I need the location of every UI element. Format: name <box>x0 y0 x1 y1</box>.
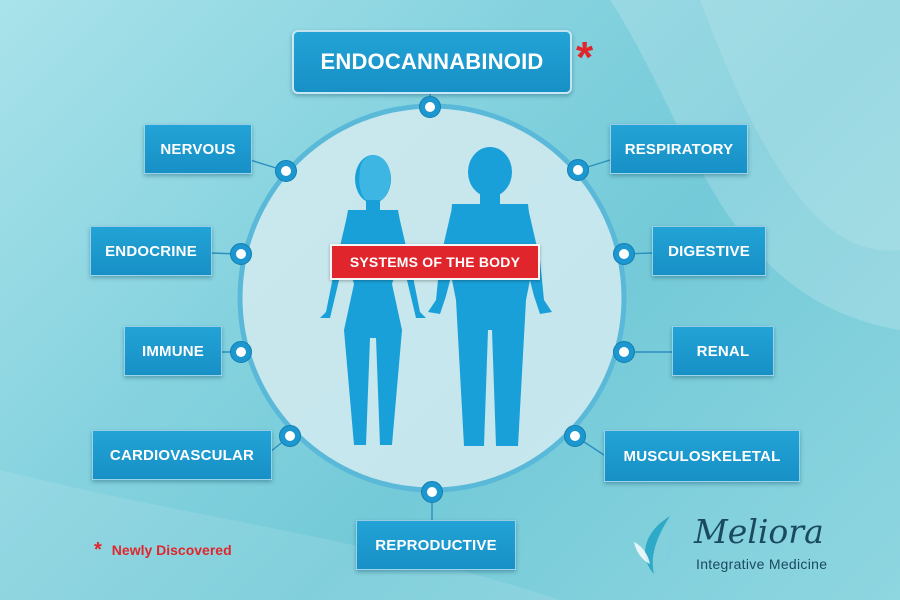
legend-newly-discovered: * Newly Discovered <box>94 540 232 560</box>
connector-dot-top <box>419 96 441 118</box>
digestive-box: DIGESTIVE <box>652 226 766 276</box>
newly-discovered-asterisk: * <box>576 33 594 82</box>
reproductive-box: REPRODUCTIVE <box>356 520 516 570</box>
connector-dot-endocrine <box>230 243 252 265</box>
brand-name: Meliora <box>694 512 824 551</box>
connector-dot-nervous <box>275 160 297 182</box>
cardiovascular-box: CARDIOVASCULAR <box>92 430 272 480</box>
systems-of-the-body-label: SYSTEMS OF THE BODY <box>330 244 540 280</box>
nervous-box: NERVOUS <box>144 124 252 174</box>
connector-dot-musculoskeletal <box>564 425 586 447</box>
legend-text: Newly Discovered <box>111 542 232 558</box>
legend-asterisk: * <box>94 539 102 561</box>
meliora-logo: Meliora Integrative Medicine <box>630 512 890 582</box>
connector-dot-immune <box>230 341 252 363</box>
endocrine-box: ENDOCRINE <box>90 226 212 276</box>
connector-lines <box>209 92 672 520</box>
connector-dot-reproductive <box>421 481 443 503</box>
immune-box: IMMUNE <box>124 326 222 376</box>
respiratory-box: RESPIRATORY <box>610 124 748 174</box>
connector-dot-digestive <box>613 243 635 265</box>
leaf-logo-icon <box>634 516 674 576</box>
connector-dot-respiratory <box>567 159 589 181</box>
connector-dot-renal <box>613 341 635 363</box>
brand-tagline: Integrative Medicine <box>696 556 828 572</box>
renal-box: RENAL <box>672 326 774 376</box>
endocannabinoid-box: ENDOCANNABINOID <box>292 30 572 94</box>
musculoskeletal-box: MUSCULOSKELETAL <box>604 430 800 482</box>
body-circle <box>240 106 624 490</box>
connector-dot-cardiovascular <box>279 425 301 447</box>
